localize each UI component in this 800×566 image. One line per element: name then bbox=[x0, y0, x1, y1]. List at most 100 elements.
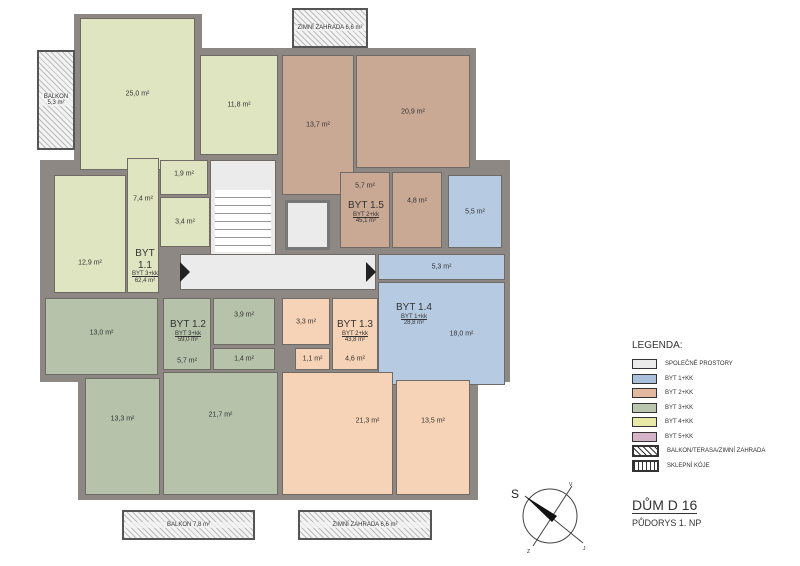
area-label: 20,9 m² bbox=[401, 108, 425, 115]
balcony-bottom: BALKON 7,8 m² bbox=[122, 510, 255, 540]
room-byt12-bedroom: 13,3 m² bbox=[85, 378, 160, 495]
area-label: 21,7 m² bbox=[208, 411, 233, 419]
apartment-area: 43,8 m² bbox=[344, 337, 366, 344]
apartment-type: BYT 2+kk bbox=[341, 330, 369, 337]
apartment-type: BYT 1+kk bbox=[400, 313, 428, 320]
legend-label: SKLEPNÍ KÓJE bbox=[667, 462, 710, 469]
area-label: 5,7 m² bbox=[355, 182, 375, 190]
apartment-type: BYT 3+kk bbox=[174, 330, 202, 337]
room-byt11-wc: 1,9 m² bbox=[160, 160, 208, 195]
legend-swatch-hatch bbox=[632, 445, 659, 458]
area-label: 13,0 m² bbox=[89, 329, 114, 337]
legend-swatch-grid bbox=[632, 459, 659, 472]
balcony-label: ZIMNÍ ZAHRADA 6,6 m² bbox=[300, 522, 430, 528]
compass-z: Z bbox=[527, 549, 530, 555]
area-label: 1,4 m² bbox=[234, 355, 254, 363]
room-byt15-bedroom: 13,7 m² bbox=[282, 55, 354, 195]
apartment-area: 59,0 m² bbox=[177, 337, 199, 344]
legend-item: BYT 2+KK bbox=[632, 386, 765, 401]
area-label: 18,0 m² bbox=[449, 330, 474, 337]
area-label: 12,9 m² bbox=[78, 259, 102, 267]
house-title: DŮM D 16 bbox=[632, 497, 698, 514]
balcony-label: BALKON 5,3 m² bbox=[39, 94, 73, 106]
common-corridor bbox=[180, 254, 376, 290]
apartment-id: BYT 1.4 bbox=[396, 302, 432, 313]
elevator bbox=[285, 200, 330, 250]
legend-swatch bbox=[632, 431, 657, 442]
apartment-id: BYT 1.3 bbox=[337, 319, 373, 330]
room-byt11-hall: 7,4 m² bbox=[127, 158, 159, 293]
area-label: 1,9 m² bbox=[174, 170, 194, 178]
room-byt14-hall: 5,3 m² bbox=[378, 254, 505, 280]
apartment-area: 28,8 m² bbox=[403, 320, 425, 327]
compass-icon: S V J Z bbox=[511, 482, 586, 555]
apartment-id: BYT 1.5 bbox=[348, 200, 384, 211]
room-byt11-room: 11,8 m² bbox=[200, 55, 278, 155]
area-label: 25,0 m² bbox=[125, 90, 150, 98]
legend-item: BYT 4+KK bbox=[632, 415, 765, 430]
area-label: 3,4 m² bbox=[175, 218, 195, 226]
room-byt11-bedroom: 12,9 m² bbox=[54, 175, 126, 293]
area-label: 13,5 m² bbox=[421, 417, 445, 425]
area-label: 3,3 m² bbox=[296, 318, 316, 325]
legend-swatch bbox=[632, 373, 657, 384]
apartment-area: 45,1 m² bbox=[355, 218, 377, 225]
entrance-arrow-icon bbox=[366, 262, 376, 282]
apartment-id: BYT 1.2 bbox=[170, 319, 206, 330]
stairs bbox=[215, 190, 271, 252]
room-byt11-living: 25,0 m² bbox=[80, 18, 195, 170]
balcony-label: ZIMNÍ ZAHRADA 6,6 m² bbox=[294, 25, 366, 31]
legend: LEGENDA: SPOLEČNÉ PROSTORY BYT 1+KK BYT … bbox=[632, 340, 765, 473]
legend-item: SPOLEČNÉ PROSTORY bbox=[632, 357, 765, 372]
legend-label: BALKON/TERASA/ZIMNÍ ZAHRADA bbox=[667, 448, 766, 455]
room-byt14-living: 18,0 m² bbox=[378, 282, 505, 385]
legend-swatch bbox=[632, 388, 657, 399]
compass-v: V bbox=[569, 482, 573, 488]
legend-item: BALKON/TERASA/ZIMNÍ ZAHRADA bbox=[632, 444, 765, 459]
legend-item: BYT 3+KK bbox=[632, 401, 765, 416]
entrance-arrow-icon bbox=[180, 262, 190, 282]
area-label: 4,8 m² bbox=[407, 197, 427, 205]
area-label: 13,7 m² bbox=[306, 121, 330, 129]
area-label: 7,4 m² bbox=[133, 195, 153, 203]
room-byt12-wc: 1,4 m² bbox=[213, 348, 275, 370]
legend-item: BYT 5+KK bbox=[632, 430, 765, 445]
area-label: 3,9 m² bbox=[234, 311, 254, 319]
legend-label: BYT 1+KK bbox=[665, 375, 694, 382]
legend-item: SKLEPNÍ KÓJE bbox=[632, 459, 765, 474]
apartment-type: BYT 2+kk bbox=[352, 211, 380, 218]
legend-label: BYT 4+KK bbox=[665, 419, 694, 426]
area-label: 1,1 m² bbox=[302, 355, 323, 363]
room-byt14-bath: 5,5 m² bbox=[448, 175, 502, 248]
apartment-id: BYT 1.1 bbox=[135, 248, 155, 271]
winter-garden-bottom: ZIMNÍ ZAHRADA 6,6 m² bbox=[298, 510, 432, 540]
apartment-area: 62,4 m² bbox=[134, 277, 156, 284]
winter-garden-top: ZIMNÍ ZAHRADA 6,6 m² bbox=[292, 8, 368, 48]
room-byt12-hall: 5,7 m² bbox=[163, 298, 211, 370]
room-byt13-bath: 3,3 m² bbox=[282, 298, 330, 345]
floor-subtitle: PŮDORYS 1. NP bbox=[632, 518, 702, 528]
area-label: 21,3 m² bbox=[355, 417, 380, 425]
legend-swatch bbox=[632, 417, 657, 428]
area-label: 13,3 m² bbox=[110, 415, 135, 423]
area-label: 5,5 m² bbox=[465, 208, 485, 215]
legend-label: BYT 3+KK bbox=[665, 404, 694, 411]
room-byt11-bath: 3,4 m² bbox=[160, 197, 210, 247]
compass-s: S bbox=[511, 487, 519, 501]
legend-item: BYT 1+KK bbox=[632, 372, 765, 387]
legend-title: LEGENDA: bbox=[632, 340, 683, 351]
area-label: 5,7 m² bbox=[177, 357, 197, 365]
compass-j: J bbox=[583, 546, 586, 552]
legend-label: SPOLEČNÉ PROSTORY bbox=[665, 361, 733, 368]
room-byt12-room: 13,0 m² bbox=[45, 298, 158, 375]
legend-label: BYT 2+KK bbox=[665, 390, 694, 397]
apartment-type: BYT 3+kk bbox=[131, 271, 159, 277]
room-byt12-bath: 3,9 m² bbox=[213, 298, 275, 345]
legend-swatch bbox=[632, 359, 657, 370]
